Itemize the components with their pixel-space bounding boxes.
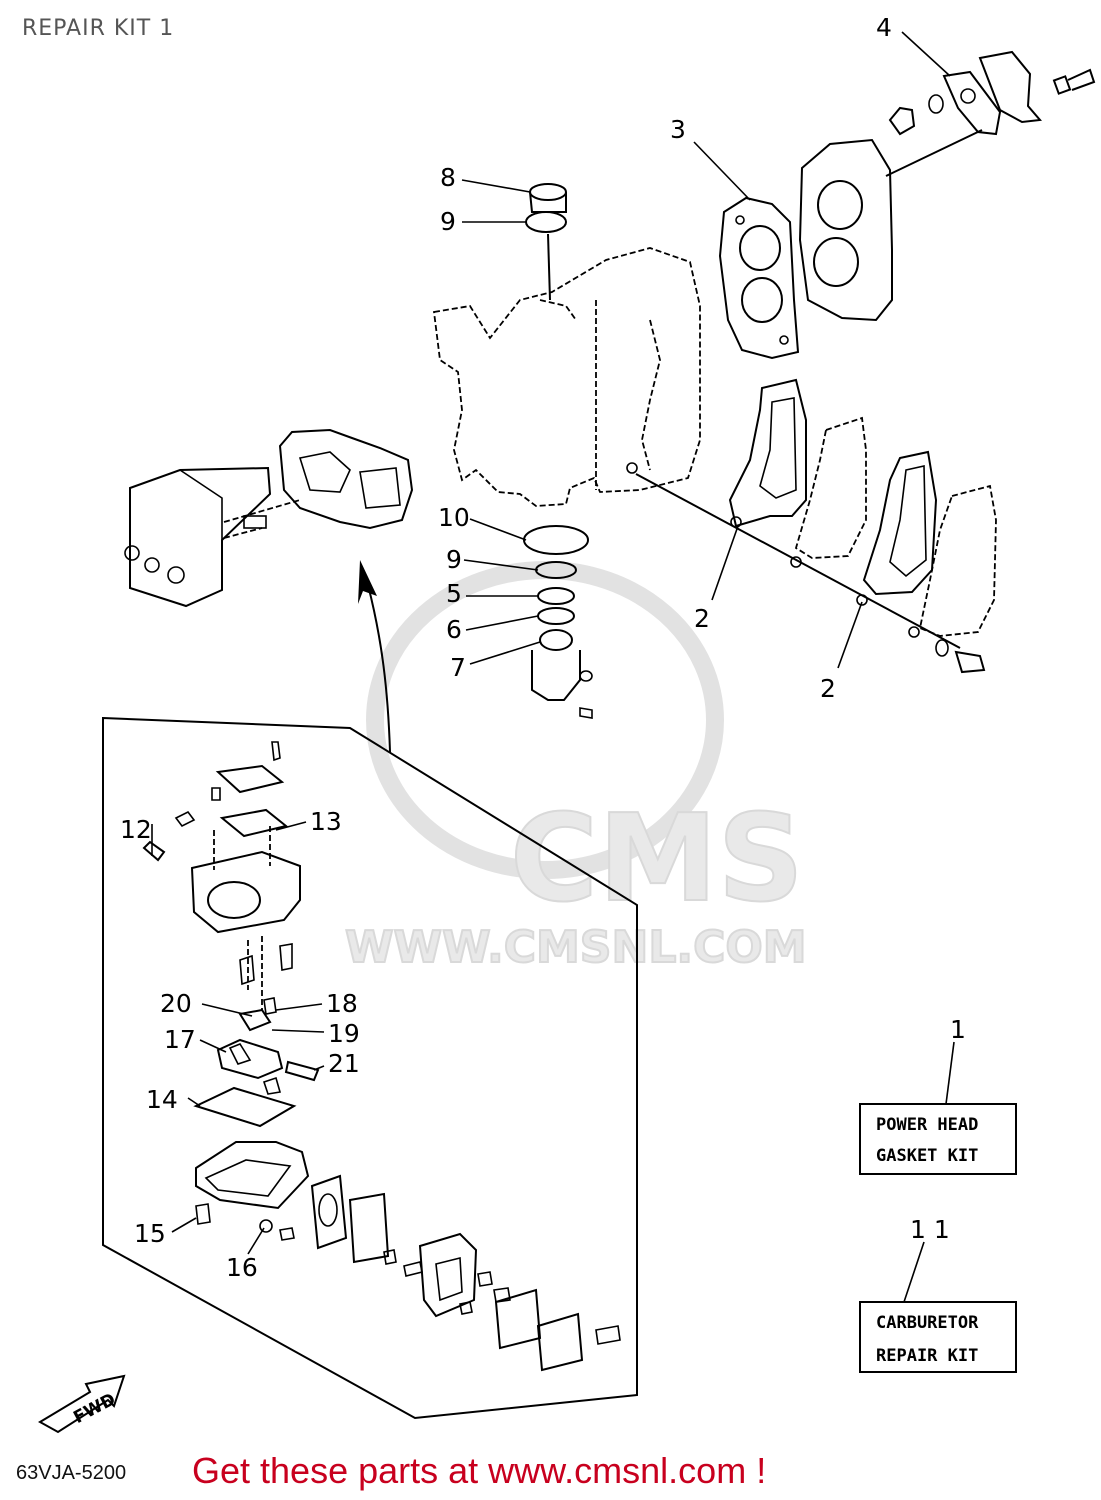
leader-lines bbox=[151, 31, 955, 1303]
callout-21: 21 bbox=[328, 1049, 360, 1078]
carburetor-assembly bbox=[124, 428, 414, 608]
callout-18: 18 bbox=[326, 989, 358, 1018]
callout-9-bottom: 9 bbox=[446, 545, 462, 574]
head-gasket bbox=[718, 196, 800, 360]
callout-15: 15 bbox=[134, 1219, 166, 1248]
callout-4: 4 bbox=[876, 13, 892, 42]
top-seal-stack bbox=[525, 183, 567, 301]
kit-1-line1: POWER HEAD bbox=[876, 1115, 978, 1135]
assembly-arrow-head bbox=[358, 560, 377, 604]
callout-2-lower: 2 bbox=[820, 674, 836, 703]
callout-9-top: 9 bbox=[440, 207, 456, 236]
callout-11: 1 1 bbox=[910, 1215, 950, 1244]
callout-10: 10 bbox=[438, 503, 470, 532]
reed-valve-gaskets bbox=[635, 378, 997, 674]
power-head-gasket-kit-box: POWER HEAD GASKET KIT bbox=[859, 1103, 1017, 1175]
head-cover bbox=[798, 129, 983, 322]
callout-17: 17 bbox=[164, 1025, 196, 1054]
assembly-arrow bbox=[367, 584, 391, 753]
callout-2-upper: 2 bbox=[694, 604, 710, 633]
callout-8: 8 bbox=[440, 163, 456, 192]
diagram-code: 63VJA-5200 bbox=[16, 1462, 127, 1484]
bottom-seal-stack bbox=[523, 525, 593, 719]
callout-13: 13 bbox=[310, 807, 342, 836]
page-title: REPAIR KIT 1 bbox=[22, 16, 175, 41]
carburetor-inset-frame bbox=[102, 716, 638, 1420]
carburetor-inset-parts bbox=[142, 741, 621, 1372]
carburetor-repair-kit-box: CARBURETOR REPAIR KIT bbox=[859, 1301, 1017, 1373]
kit-11-line2: REPAIR KIT bbox=[876, 1346, 978, 1366]
fwd-arrow: FWD bbox=[38, 1374, 126, 1434]
watermark-brand: CMS bbox=[510, 790, 804, 929]
kit-11-line1: CARBURETOR bbox=[876, 1313, 979, 1333]
callout-14: 14 bbox=[146, 1085, 178, 1114]
callout-20: 20 bbox=[160, 989, 192, 1018]
cta-link[interactable]: Get these parts at www.cmsnl.com ! bbox=[192, 1450, 767, 1491]
watermark: CMS WWW.CMSNL.COM bbox=[344, 561, 808, 974]
callout-5: 5 bbox=[446, 579, 462, 608]
callout-12: 12 bbox=[120, 815, 152, 844]
thermostat-cover bbox=[888, 50, 1096, 136]
callout-1: 1 bbox=[950, 1015, 966, 1044]
fwd-label: FWD bbox=[70, 1390, 119, 1429]
crankcase-block bbox=[432, 247, 701, 507]
callout-7: 7 bbox=[450, 653, 466, 682]
callout-16: 16 bbox=[226, 1253, 258, 1282]
callout-3: 3 bbox=[670, 115, 686, 144]
callout-6: 6 bbox=[446, 615, 462, 644]
watermark-url: WWW.CMSNL.COM bbox=[345, 922, 807, 973]
callout-labels: 4 3 8 9 10 9 5 6 7 2 2 12 13 20 18 17 19… bbox=[120, 13, 966, 1282]
kit-1-line2: GASKET KIT bbox=[876, 1146, 978, 1166]
callout-19: 19 bbox=[328, 1019, 360, 1048]
